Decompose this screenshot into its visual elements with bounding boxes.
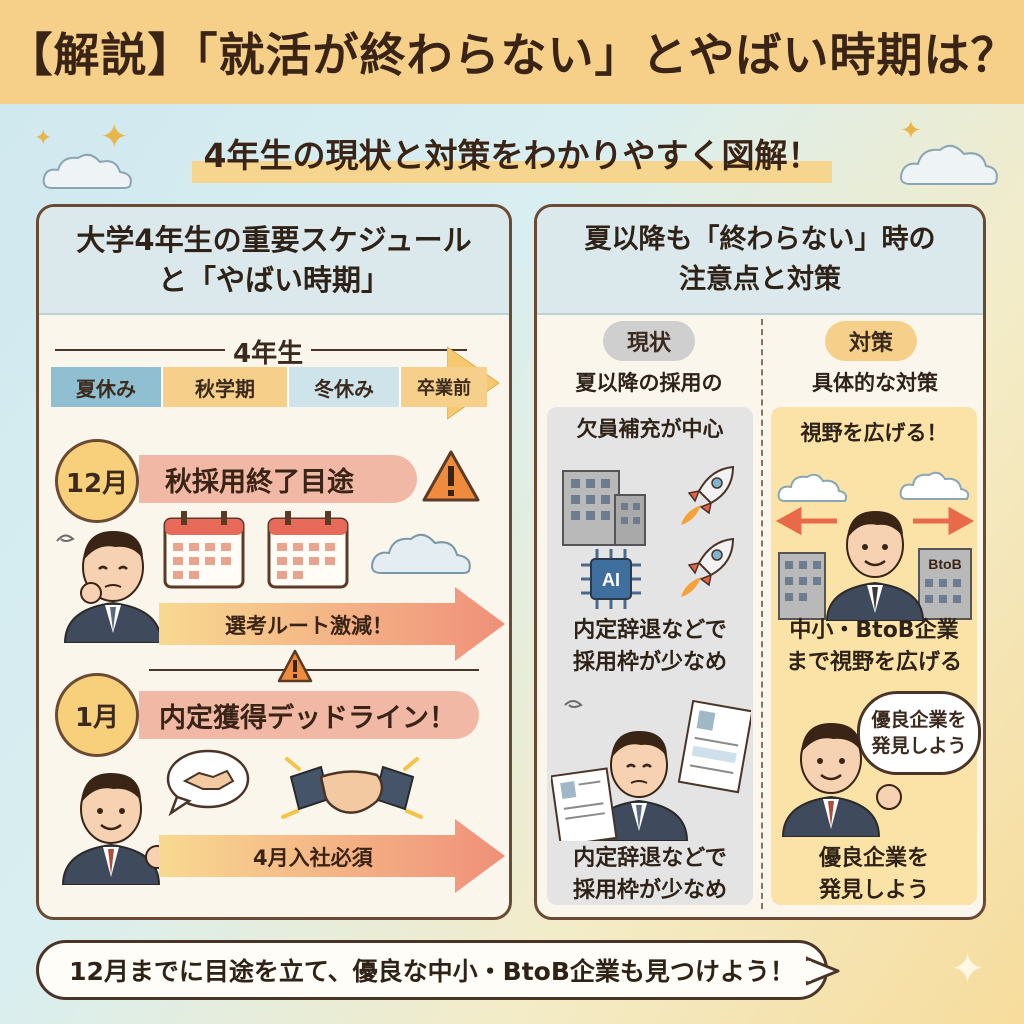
bubble-tail bbox=[806, 956, 840, 986]
ai-chip-icon: AI bbox=[581, 549, 641, 609]
measures-panel: 夏以降も「終わらない」時の 注意点と対策 現状 夏以降の採用の 欠員補充が中心 … bbox=[534, 204, 986, 920]
subtitle: 4年生の現状と対策をわかりやすく図解！ bbox=[191, 128, 833, 188]
year-timeline: 4年生 bbox=[55, 333, 479, 370]
measures-panel-heading: 夏以降も「終わらない」時の 注意点と対策 bbox=[537, 207, 983, 315]
current-bottom-line2: 採用枠が少なめ bbox=[572, 878, 727, 903]
sparkle-icon: ✦ bbox=[950, 944, 986, 993]
title-bar: 【解説】「就活が終わらない」とやばい時期は？ bbox=[0, 0, 1024, 104]
measure-line1: 具体的な対策 bbox=[812, 371, 938, 395]
speech-line2: 発見しよう bbox=[871, 735, 967, 757]
measure-mid-line1: 中小・BtoB企業 bbox=[789, 618, 959, 643]
student-confident-icon bbox=[781, 723, 902, 837]
student-btob-icon: BtoB bbox=[775, 506, 975, 621]
discover-speech-bubble: 優良企業を 発見しよう bbox=[857, 691, 981, 775]
sparkle-icon: ✦ bbox=[100, 117, 129, 157]
current-mid-line1: 内定辞退などで bbox=[573, 618, 727, 643]
summary-text: 12月までに目途を立て、優良な中小・BtoB企業も見つけよう！ bbox=[69, 957, 795, 986]
milestone-december-banner: 秋採用終了目途 bbox=[139, 455, 417, 503]
current-line1: 夏以降の採用の bbox=[575, 371, 723, 395]
band-april-entry-label: 4月入社必須 bbox=[253, 846, 373, 870]
calendar-icon bbox=[163, 511, 245, 589]
milestone-december-text: 秋採用終了目途 bbox=[165, 466, 354, 498]
schedule-heading-line2: と「やばい時期」 bbox=[157, 263, 390, 297]
month-badge-december: 12月 bbox=[55, 439, 139, 523]
schedule-heading-line1: 大学4年生の重要スケジュール bbox=[76, 223, 472, 257]
measure-mid-line2: まで視野を広げる bbox=[785, 650, 962, 675]
season-autumn: 秋学期 bbox=[163, 367, 289, 407]
cloud-icon bbox=[899, 471, 970, 500]
warning-icon bbox=[422, 450, 480, 502]
current-mid-line2: 採用枠が少なめ bbox=[572, 650, 727, 675]
cloud-icon bbox=[900, 144, 998, 185]
measures-heading-line2: 注意点と対策 bbox=[679, 264, 841, 295]
btob-building-label: BtoB bbox=[928, 556, 961, 572]
handshake-bubble-icon bbox=[166, 749, 250, 817]
current-status-tag: 現状 bbox=[603, 321, 695, 361]
current-bottom-line1: 内定辞退などで bbox=[573, 846, 727, 871]
milestone-separator bbox=[149, 669, 479, 671]
warning-icon bbox=[277, 649, 313, 683]
milestone-january-banner: 内定獲得デッドライン！ bbox=[139, 691, 479, 739]
student-worried-icon bbox=[56, 531, 163, 643]
measure-line2: 視野を広げる！ bbox=[800, 421, 948, 445]
page-title: 【解説】「就活が終わらない」とやばい時期は？ bbox=[6, 28, 1018, 82]
subtitle-wrap: 4年生の現状と対策をわかりやすく図解！ bbox=[0, 128, 1024, 188]
cloud-icon bbox=[777, 473, 848, 502]
measures-heading-line1: 夏以降も「終わらない」時の bbox=[584, 224, 936, 255]
column-divider bbox=[761, 319, 763, 909]
year-label: 4年生 bbox=[225, 333, 312, 370]
band-arrow-icon bbox=[159, 819, 505, 893]
measure-bottom-line2: 発見しよう bbox=[818, 878, 929, 903]
season-summer: 夏休み bbox=[51, 367, 163, 407]
band-route-decrease-label: 選考ルート激減！ bbox=[225, 614, 393, 638]
schedule-panel-heading: 大学4年生の重要スケジュール と「やばい時期」 bbox=[39, 207, 509, 315]
sparkle-icon: ✦ bbox=[34, 126, 53, 151]
current-line2: 欠員補充が中心 bbox=[576, 417, 724, 441]
rocket-icon bbox=[681, 537, 735, 597]
speech-line1: 優良企業を bbox=[871, 709, 967, 731]
cloud-icon bbox=[42, 153, 132, 189]
measure-tag: 対策 bbox=[825, 321, 917, 361]
season-winter: 冬休み bbox=[289, 367, 401, 407]
student-confident-icon bbox=[61, 773, 169, 885]
month-badge-january: 1月 bbox=[55, 673, 139, 757]
sparkle-icon: ✦ bbox=[900, 116, 922, 146]
season-pre-graduation: 卒業前 bbox=[401, 367, 487, 407]
office-building-icon bbox=[562, 470, 646, 546]
band-arrow-icon bbox=[159, 587, 505, 661]
season-row: 夏休み 秋学期 冬休み 卒業前 bbox=[51, 367, 499, 407]
handshake-icon bbox=[281, 757, 423, 819]
measure-bottom-line1: 優良企業を bbox=[818, 846, 929, 871]
summary-speech-bubble: 12月までに目途を立て、優良な中小・BtoB企業も見つけよう！ bbox=[36, 940, 828, 1000]
ai-chip-label: AI bbox=[602, 570, 620, 590]
calendar-icon bbox=[267, 511, 349, 589]
rocket-icon bbox=[681, 465, 735, 525]
milestone-january-text: 内定獲得デッドライン！ bbox=[159, 702, 456, 734]
schedule-panel: 大学4年生の重要スケジュール と「やばい時期」 4年生 夏休み 秋学期 冬休み … bbox=[36, 204, 512, 920]
student-with-resume-icon bbox=[551, 699, 751, 841]
cloud-icon bbox=[371, 533, 471, 574]
